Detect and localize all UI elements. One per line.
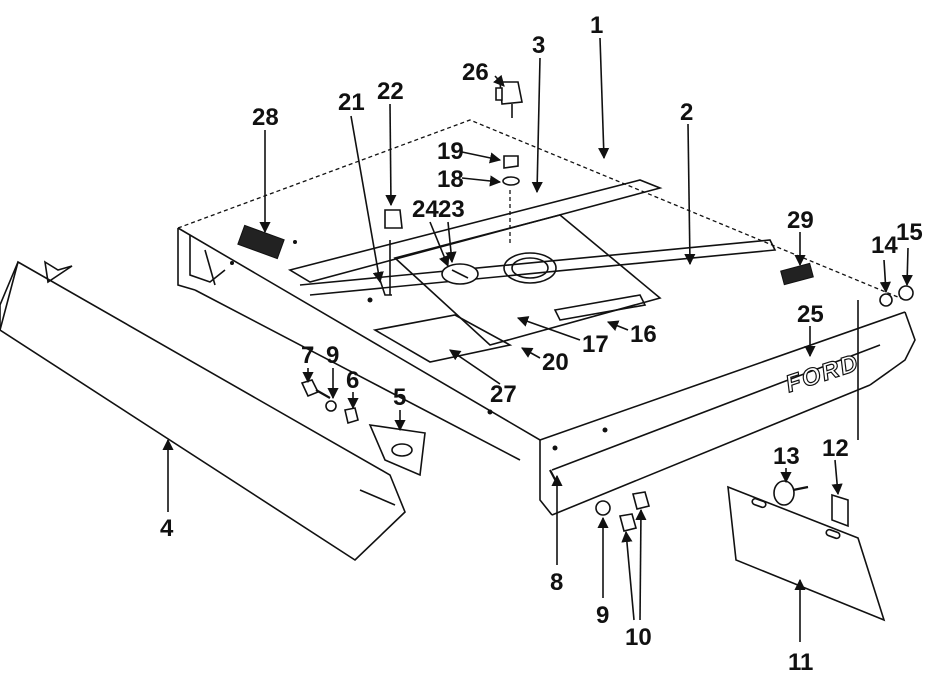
bracket bbox=[368, 424, 426, 477]
callout-1: 1 bbox=[590, 12, 603, 39]
leader-12 bbox=[831, 459, 843, 496]
leader-22 bbox=[385, 103, 397, 207]
callout-22: 22 bbox=[377, 78, 404, 105]
leader-20 bbox=[521, 347, 541, 359]
deck-logo: FORD bbox=[782, 349, 863, 398]
callout-5: 5 bbox=[393, 384, 406, 411]
leader-3 bbox=[531, 57, 543, 194]
callout-26: 26 bbox=[462, 59, 489, 86]
leader-15 bbox=[901, 247, 913, 287]
callout-25: 25 bbox=[797, 301, 824, 328]
leader-19 bbox=[461, 151, 502, 164]
leader-26 bbox=[493, 74, 505, 87]
callout-11: 11 bbox=[788, 649, 813, 676]
callout-9b: 9 bbox=[596, 602, 609, 629]
callout-27: 27 bbox=[490, 381, 517, 408]
callout-24: 24 bbox=[412, 196, 439, 223]
callout-23: 23 bbox=[438, 196, 465, 223]
callout-4: 4 bbox=[160, 515, 174, 542]
leader-10a bbox=[621, 530, 635, 621]
callout-6: 6 bbox=[346, 367, 359, 394]
callout-10: 10 bbox=[625, 624, 652, 651]
callout-14: 14 bbox=[871, 232, 898, 259]
callout-15: 15 bbox=[896, 219, 923, 246]
callout-29: 29 bbox=[787, 207, 814, 234]
callout-20: 20 bbox=[542, 349, 569, 376]
callout-17: 17 bbox=[582, 331, 609, 358]
leader-lines bbox=[162, 37, 913, 642]
callout-7: 7 bbox=[301, 342, 314, 369]
callout-12: 12 bbox=[822, 435, 849, 462]
callout-28: 28 bbox=[252, 104, 279, 131]
callout-8: 8 bbox=[550, 569, 563, 596]
leader-27 bbox=[449, 349, 501, 385]
callout-13: 13 bbox=[773, 443, 800, 470]
leader-16 bbox=[606, 320, 629, 331]
leader-2 bbox=[684, 123, 696, 266]
leader-10b bbox=[635, 508, 647, 621]
callout-labels: 1 2 3 4 5 6 7 8 9 9 10 11 12 13 14 15 16… bbox=[160, 12, 923, 676]
callout-21: 21 bbox=[338, 89, 365, 116]
callout-3: 3 bbox=[532, 32, 545, 59]
gauge-plate bbox=[727, 485, 886, 622]
callout-19: 19 bbox=[437, 138, 464, 165]
leader-21 bbox=[350, 115, 384, 284]
callout-2: 2 bbox=[680, 99, 693, 126]
leader-17 bbox=[516, 316, 581, 341]
leader-23 bbox=[445, 221, 457, 264]
leader-14 bbox=[879, 259, 891, 294]
leader-24 bbox=[429, 221, 450, 268]
callout-9a: 9 bbox=[326, 342, 339, 369]
callout-18: 18 bbox=[437, 166, 464, 193]
top-hardware bbox=[379, 81, 523, 296]
leader-18 bbox=[461, 175, 502, 187]
callout-16: 16 bbox=[630, 321, 657, 348]
discharge-chute bbox=[0, 260, 406, 562]
leader-1 bbox=[598, 37, 610, 160]
